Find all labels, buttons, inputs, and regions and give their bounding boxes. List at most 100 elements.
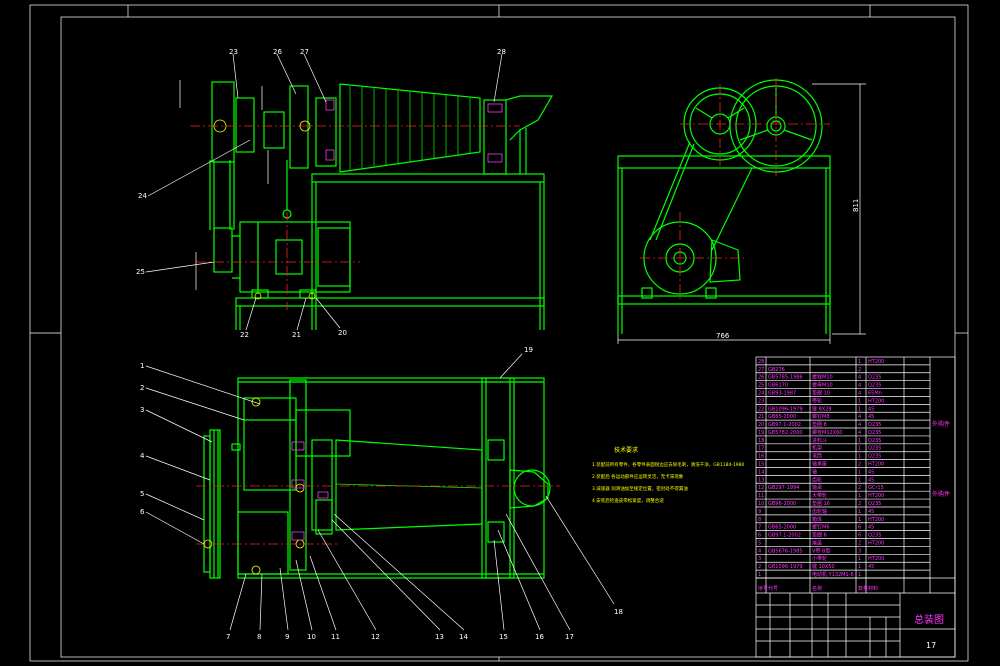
bom-cell-no: 17 [758,446,764,452]
bom-cell-no: 15 [758,462,764,468]
bom-cell-qty: 4 [858,430,861,436]
bom-cell-mat: HT200 [868,493,884,499]
bom-cell-name: 螺栓M12X60 [812,429,842,436]
balloon-7: 7 [226,633,230,641]
balloon-9: 9 [285,633,289,641]
bom-cell-no: 6 [758,533,761,539]
front-view-leaders [145,53,503,331]
bom-cell-qty: 1 [858,477,861,483]
bom-cell-name: 垫圈 10 [812,389,830,396]
bom-cell-name: 垫圈 16 [812,500,830,507]
bom-cell-std: GB5676-1985 [768,548,803,554]
balloon-2: 2 [140,384,144,392]
bom-cell-mat: 45 [868,469,874,475]
balloon-17: 17 [565,633,574,641]
bom-cell-std: GB97.1-2002 [768,422,801,428]
bom-cell-qty: 6 [858,525,861,531]
title-block-name: 总装图 [914,613,944,626]
notes-line-3: 3.减速器 润滑油加至规定位置，密封处不得漏油 [592,485,688,492]
bom-cell-name: 螺栓M10 [812,374,833,381]
bom-cell-std: GB93-1987 [768,390,796,396]
overall-width-dim: 766 [716,332,730,340]
bom-cell-mat: 45 [868,525,874,531]
bom-cell-mat: Q235 [868,422,881,428]
bom-cell-name: 齿轮轴 [812,508,827,515]
bom-cell-mat: HT200 [868,540,884,546]
balloon-20: 20 [338,329,347,337]
plan-view [196,377,560,579]
bom-cell-qty: 4 [858,375,861,381]
bom-cell-std: GB1096-1979 [768,564,803,570]
bom-header-name: 名称 [812,585,822,592]
balloon-25: 25 [136,268,145,276]
bom-cell-no: 2 [758,564,761,570]
bom-cell-name: 轴承座 [812,461,827,468]
bom-cell-no: 5 [758,540,761,546]
bom-cell-std: GB276 [768,367,785,373]
bom-cell-name: 螺钉M8 [812,413,830,420]
balloon-27: 27 [300,48,309,56]
bom-cell-std: GB65-2000 [768,414,796,420]
side-view [617,78,866,344]
bom-cell-no: 18 [758,438,764,444]
plan-view-leaders [145,353,615,631]
bom-cell-mat: HT200 [868,556,884,562]
bom-cell-mat: HT200 [868,462,884,468]
bom-cell-std: GB297-1994 [768,485,799,491]
balloon-3: 3 [140,406,144,414]
balloon-12: 12 [371,633,380,641]
bom-cell-qty: 2 [858,540,861,546]
bom-cell-name: 电动机 Y132M1-6 [812,571,854,578]
balloon-14: 14 [459,633,468,641]
bom-cell-qty: 4 [858,383,861,389]
balloon-18: 18 [614,608,623,616]
bom-header-qty: 数量 [858,585,868,592]
bom-cell-no: 22 [758,406,764,412]
bom-cell-name: 垫圈 6 [812,532,827,539]
bom-cell-mat: Q235 [868,375,881,381]
front-view [179,80,554,330]
notes-line-2: 2.装配后 各运动部件应运转灵活，无卡滞现象 [592,473,684,480]
bom-cell-std: GB5782-2000 [768,430,803,436]
overall-height-dim: 811 [852,199,860,212]
bom-cell-name: 齿轮 [812,476,822,483]
bom-cell-qty: 2 [858,501,861,507]
balloon-labels: 23 26 27 28 24 25 22 21 20 1 2 3 4 5 6 7… [136,48,623,641]
bom-cell-no: 3 [758,556,761,562]
bom-cell-no: 8 [758,517,761,523]
bom-cell-mat: HT200 [868,517,884,523]
bom-cell-mat: Q235 [868,501,881,507]
bom-cell-mat: Q235 [868,430,881,436]
bom-cell-no: 23 [758,398,764,404]
bom-cell-name: 螺钉M6 [812,524,830,531]
bom-cell-name: 端盖 [812,539,822,546]
bom-cell-no: 25 [758,383,764,389]
bom-cell-no: 24 [758,390,764,396]
bom-cell-no: 20 [758,422,764,428]
bom-cell-qty: 1 [858,517,861,523]
balloon-19: 19 [524,346,533,354]
bom-cell-std: GB1096-1979 [768,406,803,412]
bom-cell-qty: 1 [858,398,861,404]
bom-cell-name: 机架 [812,445,822,452]
bom-cell-qty: 1 [858,446,861,452]
bom-cell-qty: 2 [858,485,861,491]
bom-cell-std: GB5785-1986 [768,375,803,381]
balloon-21: 21 [292,331,301,339]
bom-header-mat: 材料 [868,585,878,592]
bom-cell-no: 16 [758,454,764,460]
notes-heading: 技术要求 [614,446,638,454]
bom-cell-mat: Q235 [868,533,881,539]
bom-cell-name: 小带轮 [812,555,827,562]
bom-cell-qty: 1 [858,406,861,412]
bom-cell-name: 轴承 [812,484,822,491]
bom-cell-name: 箱体 [812,516,822,523]
bom-cell-mat: 45 [868,477,874,483]
notes-line-4: 4.安装后检查皮带松紧度，调整合适 [592,497,664,504]
balloon-1: 1 [140,362,144,370]
bom-cell-qty: 6 [858,533,861,539]
bom-cell-qty: 3 [858,548,861,554]
bom-cell-no: 14 [758,469,764,475]
balloon-13: 13 [435,633,444,641]
